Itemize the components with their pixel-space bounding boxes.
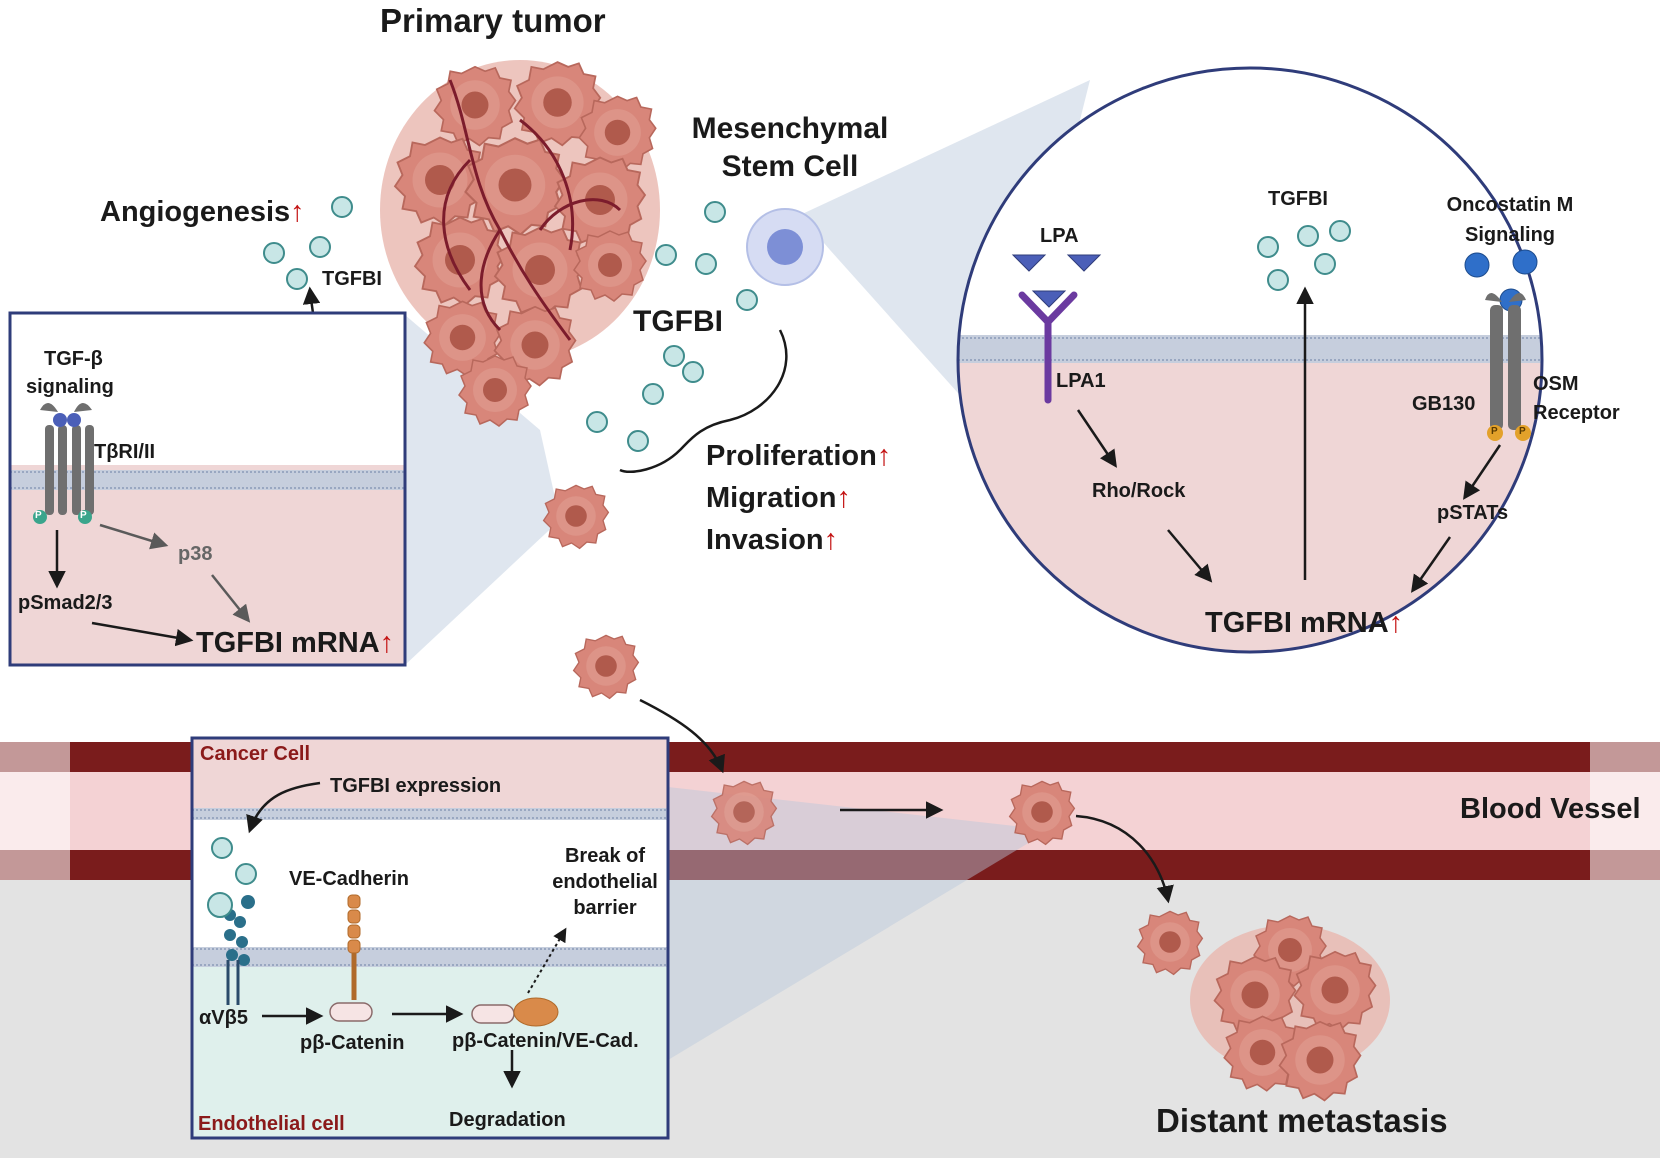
osm-rec-line1: OSM [1533,373,1579,395]
tgf-label-line1: TGF-β [44,348,103,370]
psmad-label: pSmad2/3 [18,592,113,614]
tgfbi-angio-label: TGFBI [322,268,382,290]
proliferation-text: Proliferation [706,440,877,472]
gb130-label: GB130 [1412,393,1476,415]
migration-label: Migration↑ [706,482,851,515]
angiogenesis-text: Angiogenesis [100,196,291,228]
tgfb-inset [8,311,407,667]
tgfbi-secreted-label: TGFBI [633,305,723,338]
msc-label-line1: Mesenchymal [691,112,889,145]
up-arrow-icon: ↑ [290,196,305,228]
left-mrna-label: TGFBI mRNA↑ [196,627,394,660]
invasion-text: Invasion [706,524,824,556]
mesenchymal-stem-cell [746,208,824,286]
tgf-label-line2: signaling [26,376,114,398]
tgfbi-expression-label: TGFBI expression [330,775,502,797]
metastasis-cluster [1190,915,1390,1102]
tgfbi-dots [263,196,758,452]
phospho-circle-2: P [1519,426,1526,437]
up-arrow-icon: ↑ [379,627,395,659]
primary-tumor-label: Primary tumor [380,2,606,39]
pbcatenin-label: pβ-Catenin [300,1032,405,1054]
integrin-label: αVβ5 [199,1007,248,1029]
distant-metastasis-label: Distant metastasis [1156,1102,1448,1139]
phospho-circle-1: P [1491,426,1498,437]
msc-label: Mesenchymal Stem Cell [660,110,920,186]
cancer-cell-label: Cancer Cell [200,743,311,765]
migration-text: Migration [706,482,837,514]
degradation-label: Degradation [449,1109,566,1131]
angiogenesis-label: Angiogenesis↑ [100,196,305,229]
endothelial-inset [190,736,670,1140]
left-mrna-text: TGFBI mRNA [196,627,380,659]
endothelial-cell-label: Endothelial cell [198,1113,345,1135]
proliferation-label: Proliferation↑ [706,440,891,473]
primary-tumor-mass [380,60,660,427]
up-arrow-icon: ↑ [876,440,892,472]
pstats-label: pSTATs [1437,502,1509,524]
osm-signaling-label: Oncostatin M Signaling [1420,190,1600,250]
invasion-label: Invasion↑ [706,524,838,557]
tgfbi-circle-label: TGFBI [1268,188,1328,210]
break-line3: barrier [573,897,637,919]
break-barrier-label: Break of endothelial barrier [545,843,665,921]
migrating-cancer-cell [572,634,640,700]
phospho-left-1: P [35,510,42,521]
lpa1-label: LPA1 [1056,370,1106,392]
complex-label: pβ-Catenin/VE-Cad. [452,1030,639,1052]
circle-mrna-label: TGFBI mRNA↑ [1205,607,1403,640]
tgf-signaling-label: TGF-β signaling [26,345,114,401]
rho-rock-label: Rho/Rock [1092,480,1186,502]
osm-line1: Oncostatin M [1446,194,1574,216]
p38-label: p38 [178,543,213,565]
lpa-label: LPA [1040,225,1079,247]
vecadherin-label: VE-Cadherin [289,868,410,890]
msc-label-line2: Stem Cell [721,150,859,183]
effect-brace [619,329,788,474]
blood-vessel-label: Blood Vessel [1460,793,1641,825]
osm-line2: Signaling [1465,224,1555,246]
break-line1: Break of [564,845,646,867]
up-arrow-icon: ↑ [836,482,852,514]
phospho-left-2: P [80,510,87,521]
up-arrow-icon: ↑ [1388,607,1404,639]
break-line2: endothelial [552,871,658,893]
tgfb-receptor [40,402,94,515]
up-arrow-icon: ↑ [823,524,839,556]
circle-mrna-text: TGFBI mRNA [1205,607,1389,639]
osm-receptor-label: OSM Receptor [1533,370,1620,428]
receptor-label: TβRI/II [94,441,156,463]
osm-rec-line2: Receptor [1533,402,1620,424]
